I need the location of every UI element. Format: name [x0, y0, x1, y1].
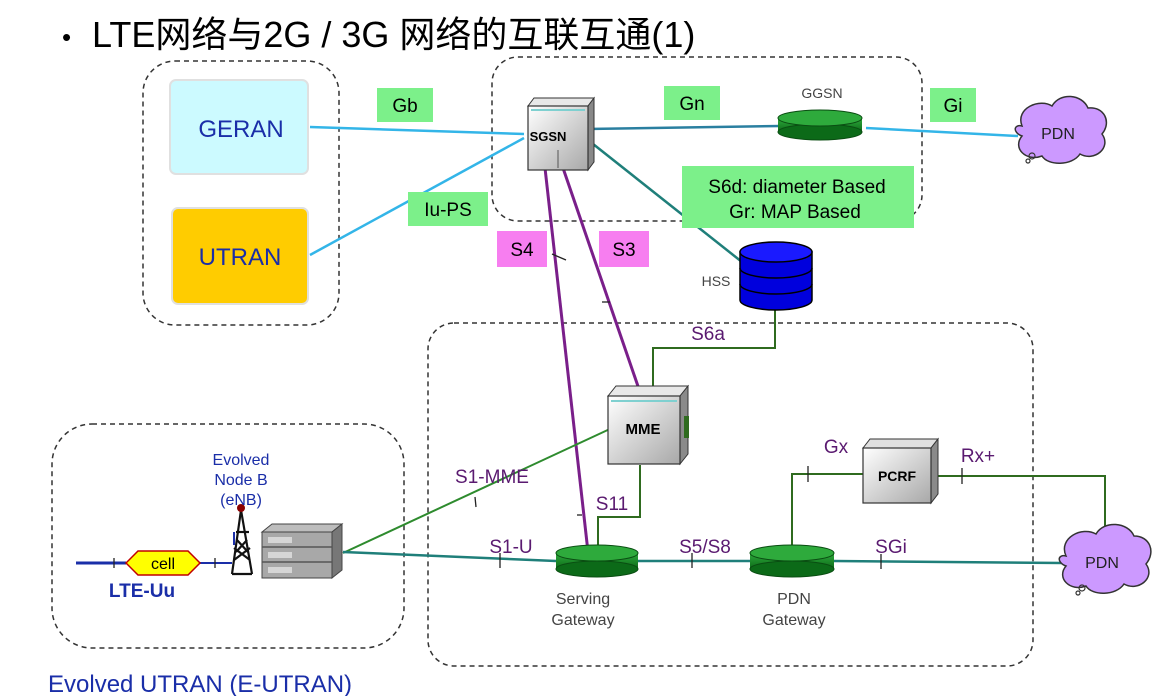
s11-link: [597, 465, 641, 547]
s6a-label: S6a: [691, 324, 725, 345]
eutran-label: Evolved UTRAN (E-UTRAN): [48, 671, 352, 696]
pdn-bottom-label: PDN: [1085, 555, 1119, 572]
pcrf-node: PCRF: [861, 437, 940, 505]
gn-link: [586, 124, 781, 131]
hss-label: HSS: [702, 273, 731, 289]
serving-gateway-label-1: Serving: [556, 591, 610, 608]
s6a-link: [652, 308, 776, 390]
s4-label: S4: [510, 240, 534, 261]
iu-ps-label: Iu-PS: [424, 200, 472, 221]
ggsn-node: [777, 109, 863, 141]
s1-mme-label: S1-MME: [455, 467, 529, 488]
serving-gateway-label-2: Gateway: [551, 612, 614, 629]
geran-node: [169, 79, 309, 175]
s6d-label-bg: [682, 166, 914, 228]
geran-label: GERAN: [198, 116, 283, 143]
rx-label: Rx+: [961, 446, 995, 467]
pcrf-label: PCRF: [878, 468, 917, 484]
s6d-label-1: S6d: diameter Based: [708, 177, 885, 198]
gb-label-bg: [377, 88, 433, 122]
s1-mme-link: [342, 427, 613, 554]
access-2g3g-box: [142, 60, 340, 326]
cell-label: cell: [151, 556, 175, 573]
title-text: LTE网络与2G / 3G 网络的互联互通(1): [92, 14, 696, 55]
epc-box: [427, 322, 1034, 667]
slide-title: • LTE网络与2G / 3G 网络的互联互通(1): [62, 6, 695, 58]
sgi-link: [833, 559, 1063, 565]
s3-link: [561, 167, 643, 396]
sgsn-node: SGSN: [527, 96, 595, 172]
iu-ps-label-bg: [408, 192, 488, 226]
s5-s8-label: S5/S8: [679, 537, 731, 558]
s6d-link: [587, 139, 743, 263]
enb-label-2: Node B: [214, 472, 267, 489]
ggsn-label: GGSN: [801, 85, 842, 101]
s3-label: S3: [612, 240, 635, 261]
gn-label-bg: [664, 86, 720, 120]
pdn-gateway-label-2: Gateway: [762, 612, 825, 629]
pdn-top-label: PDN: [1041, 126, 1075, 143]
pdn-top-cloud: [1014, 95, 1108, 164]
gb-label: Gb: [392, 96, 417, 117]
pdn-bottom-cloud: [1058, 523, 1152, 596]
enb-tower-icon: [230, 509, 254, 576]
gx-link: [791, 473, 863, 547]
cell-hexagon: [124, 550, 202, 576]
rx-link: [938, 475, 1106, 542]
gi-link: [865, 126, 1019, 138]
pdn-gateway-node: [749, 544, 835, 578]
pdn-gateway-label-1: PDN: [777, 591, 811, 608]
gn-label: Gn: [679, 94, 704, 115]
s4-label-bg: [497, 231, 547, 267]
eutran-box: [51, 423, 405, 649]
s1-u-label: S1-U: [489, 537, 532, 558]
enb-antenna-tip-icon: [237, 504, 245, 512]
gi-label: Gi: [944, 96, 963, 117]
mme-node: MME: [606, 384, 690, 466]
mme-label: MME: [626, 421, 661, 438]
s4-link: [543, 167, 590, 553]
gi-label-bg: [930, 88, 976, 122]
hss-node: [739, 241, 813, 311]
enb-label-3: (eNB): [220, 492, 262, 509]
enb-label-1: Evolved: [213, 452, 270, 469]
s1-u-link: [342, 550, 557, 563]
gx-label: Gx: [824, 437, 849, 458]
link-ticks: [113, 253, 963, 569]
s3-label-bg: [599, 231, 649, 267]
enb-equipment-icon: [260, 522, 344, 580]
sgi-label: SGi: [875, 537, 907, 558]
lte-uu-label: LTE-Uu: [109, 581, 175, 602]
utran-node: [171, 207, 309, 305]
sgsn-label: SGSN: [530, 129, 567, 144]
gb-link: [309, 125, 525, 136]
utran-label: UTRAN: [199, 244, 282, 271]
title-bullet: •: [62, 21, 72, 52]
serving-gateway-node: [555, 544, 639, 578]
s11-label: S11: [596, 494, 628, 515]
s6d-label-2: Gr: MAP Based: [729, 202, 861, 223]
